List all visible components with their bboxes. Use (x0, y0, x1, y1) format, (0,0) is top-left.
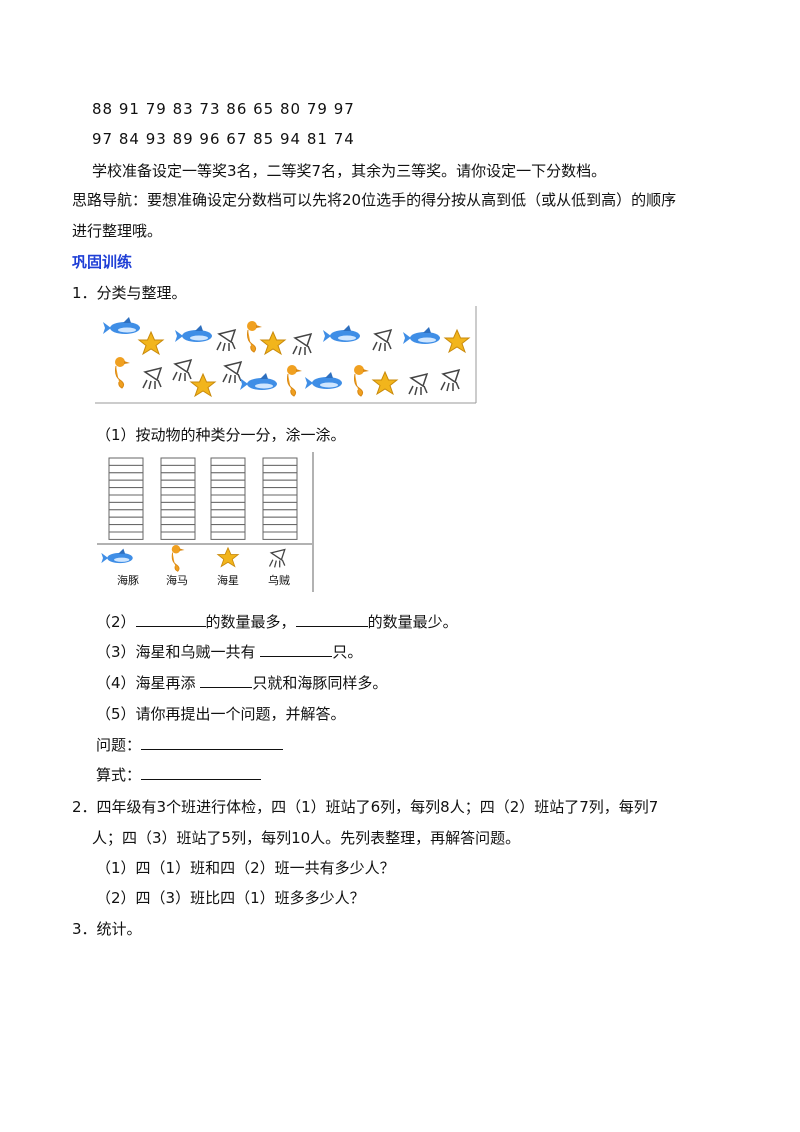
grid-cell[interactable] (210, 464, 246, 474)
answer-blank-add[interactable] (200, 673, 253, 688)
grid-cell[interactable] (210, 531, 246, 540)
q2-sub1: （1）四（1）班和四（2）班一共有多少人？ (96, 859, 395, 877)
grid-label-starfish: 海星 (217, 573, 239, 587)
answer-blank-total[interactable] (260, 642, 333, 657)
grid-cell[interactable] (108, 487, 144, 496)
hint-line-1: 思路导航：要想准确设定分数档可以先将20位选手的得分按从高到低（或从低到高）的顺… (72, 191, 677, 209)
grid-cell[interactable] (210, 501, 246, 511)
grid-label-seahorse: 海马 (166, 573, 188, 587)
grid-cell[interactable] (210, 516, 246, 526)
grid-label-squid: 乌贼 (268, 573, 290, 587)
q1-sub4-suffix: 只就和海豚同样多。 (252, 674, 388, 692)
grid-cell[interactable] (262, 457, 298, 466)
answer-blank-most[interactable] (135, 612, 206, 627)
q1-sub2: （2） 的数量最多， 的数量最少。 (96, 612, 458, 632)
grid-cell[interactable] (262, 472, 298, 481)
section-title: 巩固训练 (72, 253, 133, 271)
grid-cell[interactable] (160, 479, 196, 489)
q3-title: 3．统计。 (72, 920, 142, 938)
grid-cell[interactable] (262, 501, 298, 511)
q1-sub1: （1）按动物的种类分一分，涂一涂。 (96, 426, 346, 444)
grid-cell[interactable] (210, 524, 246, 533)
grid-cell[interactable] (160, 457, 196, 466)
grid-cell[interactable] (210, 457, 246, 466)
grid-cell[interactable] (108, 524, 144, 533)
grid-cell[interactable] (262, 479, 298, 489)
q1-sub4-prefix: （4）海星再添 (96, 674, 201, 692)
q1-sub3-prefix: （3）海星和乌贼一共有 (96, 643, 261, 661)
grid-cell[interactable] (108, 472, 144, 481)
grid-cell[interactable] (160, 509, 196, 518)
question-label: 问题： (96, 736, 142, 754)
q1-sub4: （4）海星再添 只就和海豚同样多。 (96, 673, 387, 693)
grid-cell[interactable] (160, 531, 196, 540)
formula-blank[interactable] (141, 765, 262, 780)
grid-cell[interactable] (210, 479, 246, 489)
grid-cell[interactable] (108, 501, 144, 511)
grid-cell[interactable] (262, 464, 298, 474)
grid-cell[interactable] (108, 516, 144, 526)
q1-title: 1．分类与整理。 (72, 284, 187, 302)
grid-cell[interactable] (262, 524, 298, 533)
grid-cell[interactable] (108, 531, 144, 540)
q1-sub2-middle: 的数量最多， (205, 613, 296, 631)
q1-sub2-prefix: （2） (96, 613, 136, 631)
q1-sub5: （5）请你再提出一个问题，并解答。 (96, 705, 346, 723)
grid-cell[interactable] (210, 472, 246, 481)
q1-sub2-suffix: 的数量最少。 (367, 613, 458, 631)
scores-row-1: 88 91 79 83 73 86 65 80 79 97 (92, 100, 355, 118)
grid-cell[interactable] (210, 487, 246, 496)
grid-cell[interactable] (262, 494, 298, 503)
task-text: 学校准备设定一等奖3名，二等奖7名，其余为三等奖。请你设定一下分数档。 (92, 162, 607, 180)
question-line: 问题： (96, 735, 284, 755)
grid-cell[interactable] (262, 509, 298, 518)
grid-cell[interactable] (160, 524, 196, 533)
grid-cell[interactable] (262, 531, 298, 540)
grid-cell[interactable] (160, 501, 196, 511)
grid-cell[interactable] (160, 494, 196, 503)
coloring-grid[interactable]: 海豚 海马 海星 乌贼 (97, 452, 317, 592)
grid-cell[interactable] (210, 494, 246, 503)
q2-line-2: 人；四（3）班站了5列，每列10人。先列表整理，再解答问题。 (92, 829, 521, 847)
grid-cell[interactable] (160, 487, 196, 496)
q2-line-1: 2．四年级有3个班进行体检，四（1）班站了6列，每列8人；四（2）班站了7列，每… (72, 798, 659, 816)
hint-line-2: 进行整理哦。 (72, 222, 163, 240)
animals-picture (95, 306, 477, 404)
grid-cell[interactable] (160, 464, 196, 474)
grid-cell[interactable] (160, 516, 196, 526)
grid-cell[interactable] (108, 494, 144, 503)
grid-cell[interactable] (262, 487, 298, 496)
grid-cell[interactable] (108, 479, 144, 489)
question-blank[interactable] (141, 735, 284, 750)
q1-sub3: （3）海星和乌贼一共有 只。 (96, 642, 362, 662)
grid-cell[interactable] (108, 509, 144, 518)
q2-sub2: （2）四（3）班比四（1）班多多少人？ (96, 889, 365, 907)
grid-cell[interactable] (210, 509, 246, 518)
grid-cell[interactable] (108, 464, 144, 474)
scores-row-2: 97 84 93 89 96 67 85 94 81 74 (92, 130, 355, 148)
grid-cell[interactable] (108, 457, 144, 466)
formula-label: 算式： (96, 766, 142, 784)
grid-label-dolphin: 海豚 (117, 573, 139, 587)
q1-sub3-suffix: 只。 (332, 643, 363, 661)
grid-cell[interactable] (262, 516, 298, 526)
grid-cell[interactable] (160, 472, 196, 481)
formula-line: 算式： (96, 765, 262, 785)
answer-blank-least[interactable] (295, 612, 368, 627)
